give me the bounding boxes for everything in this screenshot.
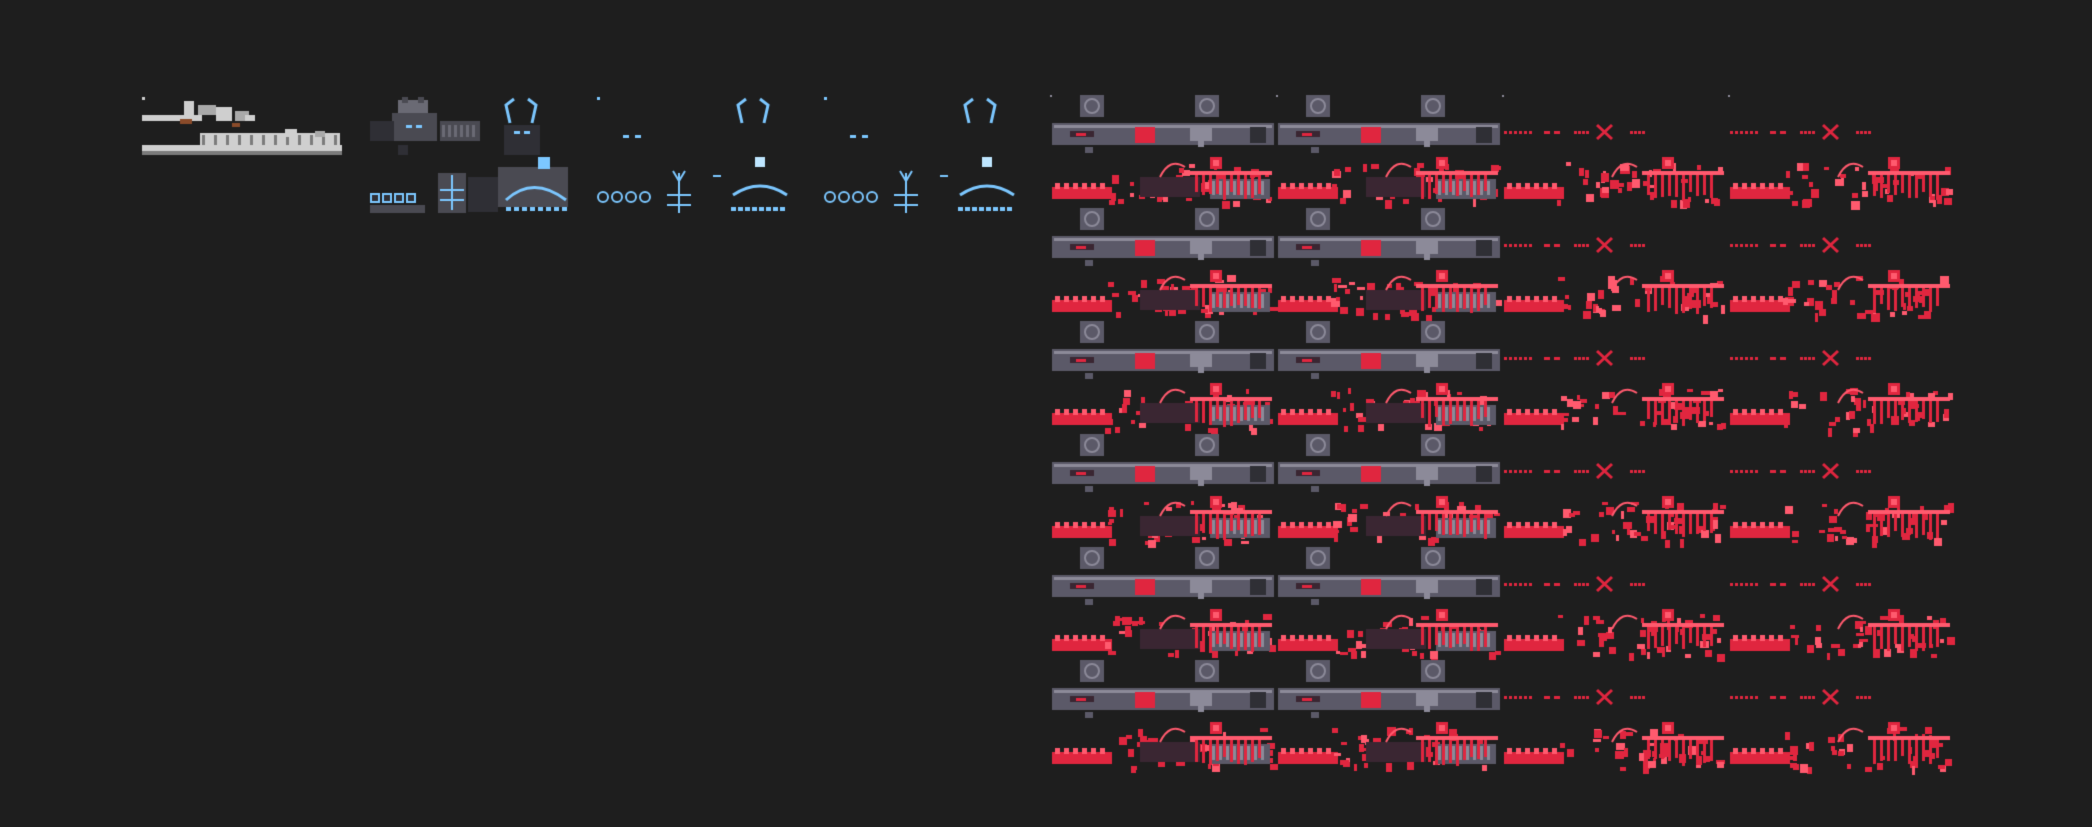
- sprite-sheet-dark-armor-sprite: [368, 95, 573, 215]
- sprite-sheet-blue-glow-overlay-a: [595, 95, 800, 215]
- sprite-sheet-flesh-machine-b: [1276, 95, 1502, 785]
- sprite-sheet-flesh-machine-a: [1050, 95, 1276, 785]
- sprite-sheet-flesh-red-b: [1728, 95, 1954, 785]
- sprite-sheet-flesh-red-a: [1502, 95, 1728, 785]
- sprite-sheet-blue-glow-overlay-b: [822, 95, 1027, 215]
- sprite-sheet-stone-wood-tiles: [140, 95, 345, 160]
